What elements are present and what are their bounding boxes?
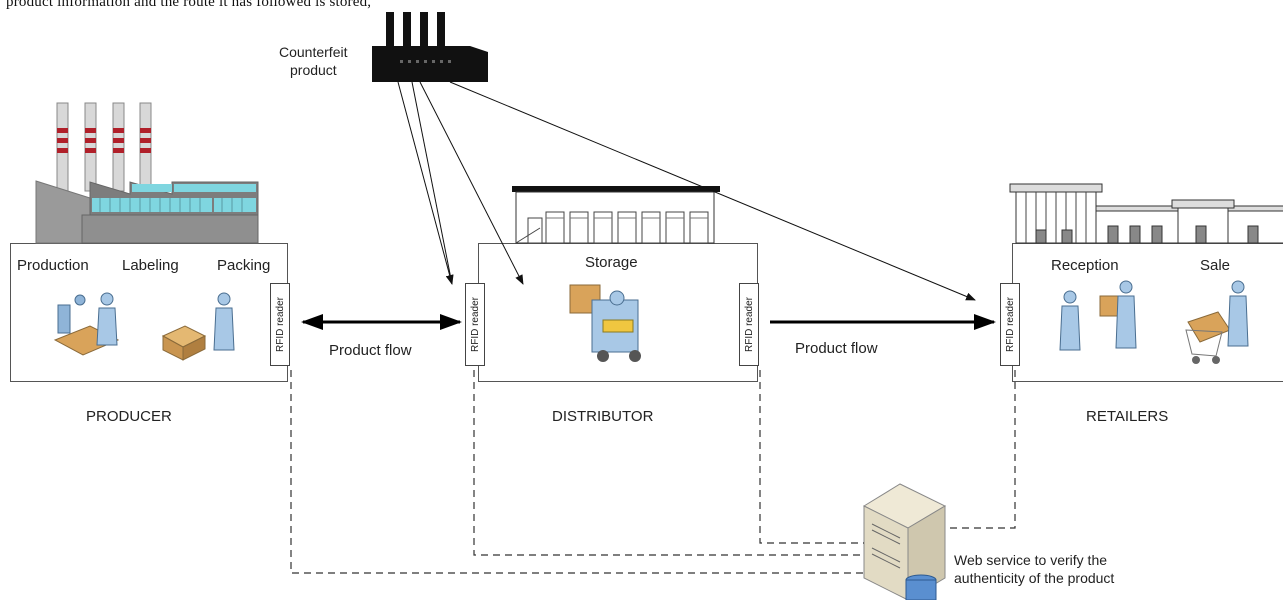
stage-label-reception: Reception <box>1051 257 1119 274</box>
caption-retailers: RETAILERS <box>1086 408 1169 425</box>
caption-producer: PRODUCER <box>86 408 172 425</box>
product-flow-label-2: Product flow <box>795 340 878 357</box>
rfid-reader-distributor-out: RFID reader <box>739 283 759 366</box>
sale-figure-icon <box>1185 280 1249 364</box>
forklift-icon <box>569 284 641 362</box>
counterfeit-factory-icon <box>372 12 488 82</box>
dashed-link-distributor-in <box>473 370 864 556</box>
dashed-link-producer <box>290 370 864 574</box>
top-cutoff-text: product information and the route it has… <box>6 0 372 10</box>
stage-label-packing: Packing <box>217 257 271 274</box>
producer-factory-icon <box>35 102 259 244</box>
server-icon <box>862 483 947 600</box>
rfid-reader-producer: RFID reader <box>270 283 290 366</box>
stage-label-production: Production <box>17 257 89 274</box>
product-flow-label-1: Product flow <box>329 342 412 359</box>
dashed-link-retailers <box>945 370 1016 529</box>
web-service-label-line-1: Web service to verify the <box>954 552 1108 568</box>
reception-figure-icon <box>1059 280 1137 351</box>
stage-label-labeling: Labeling <box>122 257 179 274</box>
counterfeit-label-line-2: product <box>290 62 337 78</box>
caption-distributor: DISTRIBUTOR <box>552 408 654 425</box>
dashed-link-distributor-out <box>759 370 864 544</box>
rfid-reader-distributor-in: RFID reader <box>465 283 485 366</box>
counterfeit-label-line-1: Counterfeit <box>279 44 348 60</box>
labeling-figure-icon <box>161 292 235 361</box>
stage-label-sale: Sale <box>1200 257 1231 274</box>
rfid-reader-retailers: RFID reader <box>1000 283 1020 366</box>
retail-store-icon <box>1009 183 1283 244</box>
counterfeit-arrow-2 <box>419 81 524 285</box>
producer-box <box>10 243 288 382</box>
web-service-label-line-2: authenticity of the product <box>954 570 1115 586</box>
stage-label-storage: Storage <box>585 254 638 271</box>
production-figure-icon <box>53 292 120 356</box>
warehouse-icon <box>512 186 720 244</box>
counterfeit-arrow-1 <box>397 81 454 285</box>
counterfeit-arrow-3 <box>449 81 976 301</box>
